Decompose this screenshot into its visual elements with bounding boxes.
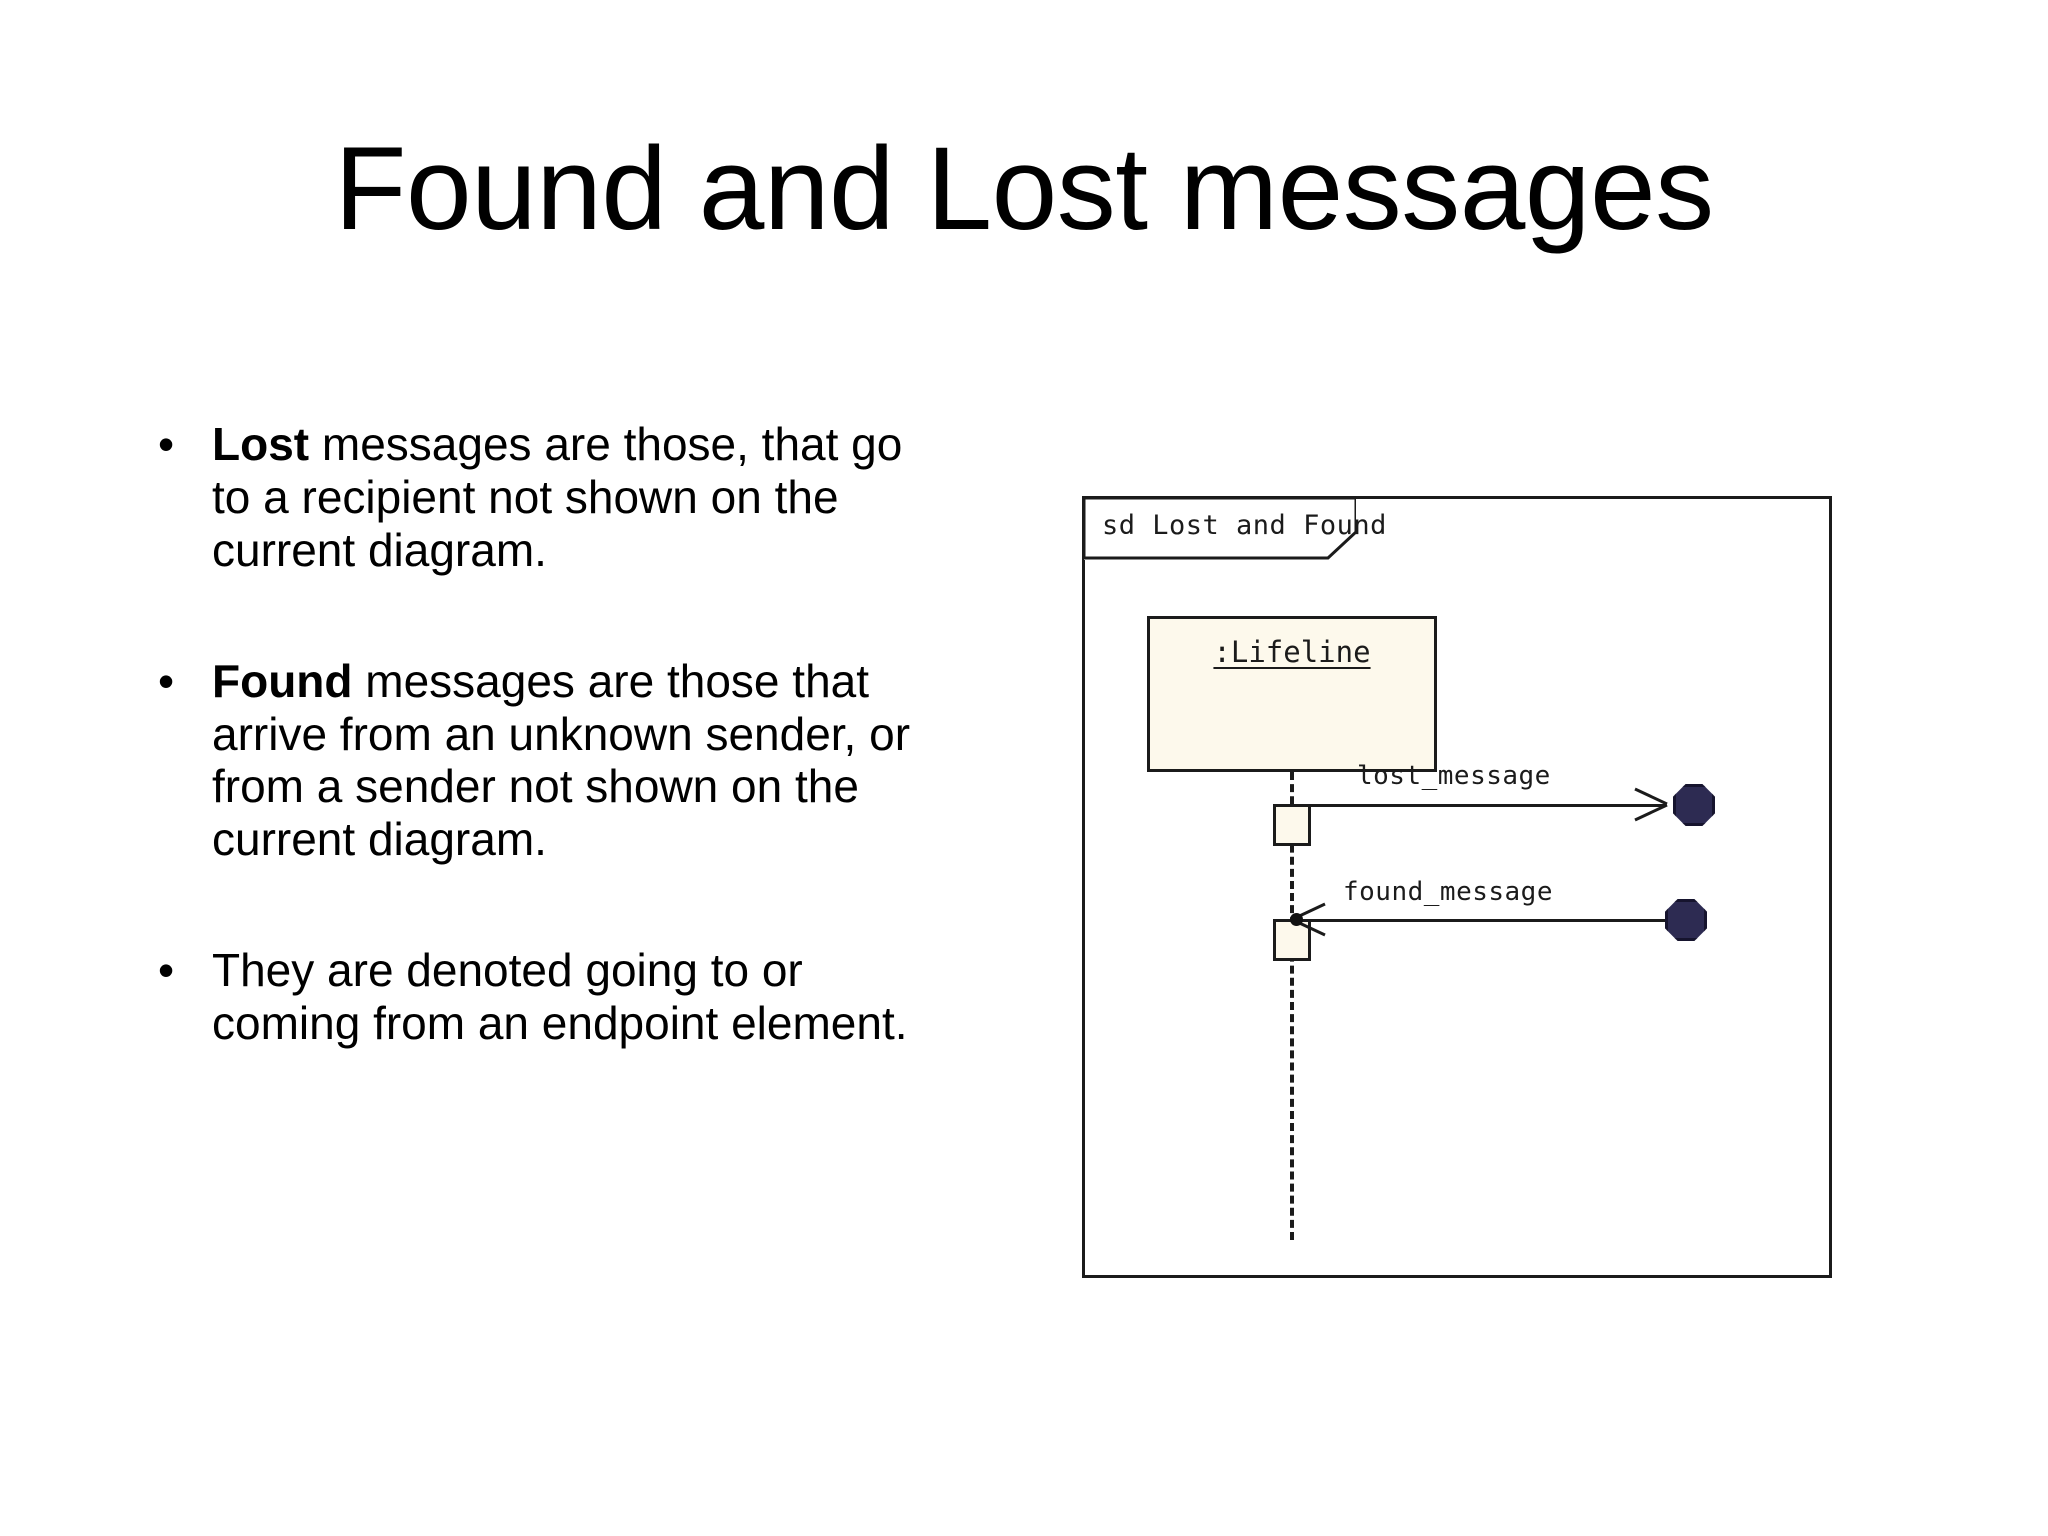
- bullet-body: messages are those that arrive from an u…: [212, 654, 911, 866]
- found-message-label: found_message: [1343, 877, 1553, 907]
- bullet-text: Lost messages are those, that go to a re…: [212, 418, 950, 577]
- bullet-text: Found messages are those that arrive fro…: [212, 655, 950, 867]
- bullet-list: • Lost messages are those, that go to a …: [150, 418, 950, 1050]
- page-title: Found and Lost messages: [334, 123, 1714, 255]
- found-message-line: [1295, 919, 1668, 922]
- bullet-lead-term: Lost: [212, 418, 310, 470]
- lost-message-line: [1292, 804, 1665, 807]
- list-item: • Lost messages are those, that go to a …: [150, 418, 950, 577]
- message-junction-dot: [1290, 913, 1303, 926]
- sequence-diagram-frame: sd Lost and Found :Lifeline lost_message…: [1082, 496, 1832, 1278]
- bullet-marker: •: [158, 418, 175, 470]
- endpoint-element-lost: [1673, 784, 1715, 826]
- list-item: • They are denoted going to or coming fr…: [150, 944, 950, 1050]
- list-item: • Found messages are those that arrive f…: [150, 655, 950, 867]
- lost-message-label: lost_message: [1357, 761, 1551, 791]
- bullet-marker: •: [158, 944, 175, 997]
- lifeline-dashed-line: [1290, 772, 1294, 1240]
- bullet-body: messages are those, that go to a recipie…: [212, 418, 903, 576]
- frame-header-tab: sd Lost and Found: [1084, 498, 1386, 560]
- bullet-lead-term: Found: [212, 654, 353, 707]
- bullet-text: They are denoted going to or coming from…: [212, 944, 950, 1050]
- lifeline-head-box[interactable]: :Lifeline: [1147, 616, 1437, 772]
- lifeline-label: :Lifeline: [1213, 635, 1371, 669]
- bullet-marker: •: [158, 654, 175, 707]
- bullet-body: They are denoted going to or coming from…: [212, 944, 908, 1050]
- frame-tab-shape: [1084, 498, 1356, 560]
- frame-label: sd Lost and Found: [1102, 510, 1387, 541]
- endpoint-element-found: [1665, 899, 1707, 941]
- execution-occurrence-lost: [1273, 804, 1311, 846]
- arrow-right-icon: [1633, 787, 1679, 828]
